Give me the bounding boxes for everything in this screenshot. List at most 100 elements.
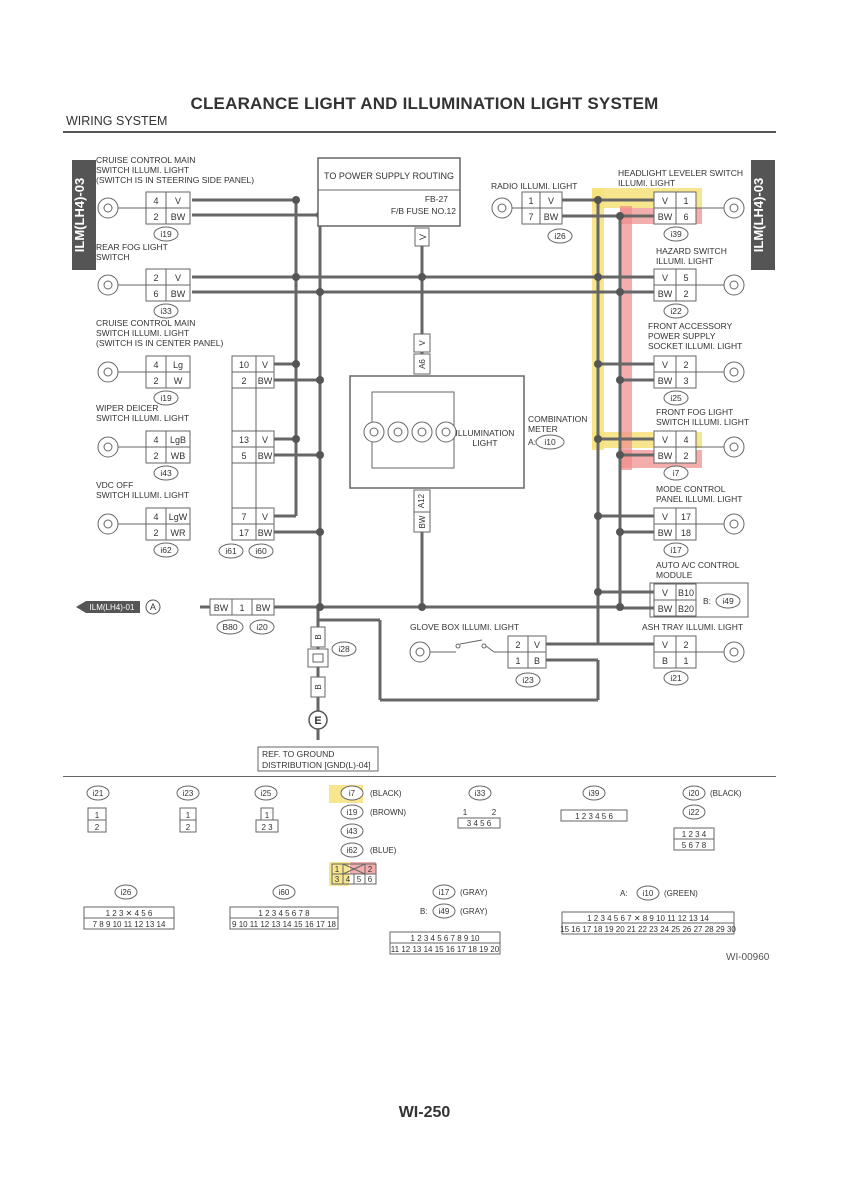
wire-color: WR [171,528,186,538]
svg-text:2: 2 [241,376,246,386]
power-supply-box: TO POWER SUPPLY ROUTING FB-27 F/B FUSE N… [317,157,461,247]
component-name: VDC OFF [96,480,133,490]
svg-text:BW: BW [214,603,229,613]
svg-text:V: V [262,512,268,522]
component-name: FRONT FOG LIGHT [656,407,733,417]
figure-code: WI-00960 [726,952,770,963]
pin-number: 4 [153,360,158,370]
page-subtitle: WIRING SYSTEM [66,114,168,128]
svg-text:BW: BW [418,515,427,528]
side-tab-right: ILM(LH4)-03 [751,160,775,270]
wire-color: W [174,376,183,386]
connector-id: i19 [160,229,172,239]
svg-text:BW: BW [258,451,273,461]
page-number: WI-250 [398,1104,451,1121]
svg-text:i28: i28 [338,644,350,654]
svg-text:i20: i20 [256,622,268,632]
component-name: ASH TRAY ILLUMI. LIGHT [642,622,743,632]
component-name: CRUISE CONTROL MAIN [96,318,195,328]
svg-text:1 2 3 ✕ 4 5 6: 1 2 3 ✕ 4 5 6 [106,909,153,918]
svg-text:BW: BW [256,603,271,613]
component-name: SWITCH ILLUMI. LIGHT [96,328,189,338]
mid-connector-block: 10 2 13 5 7 17 V BW V BW V BW i61 i60 [218,355,275,559]
svg-text:6: 6 [368,875,373,884]
pin-number: 2 [683,289,688,299]
connector-views: i21 12 i23 12 i25 12 3 i7 (BLACK) i19 (B… [83,785,742,955]
connector-id: i62 [160,545,172,555]
component-name: HEADLIGHT LEVELER SWITCH [618,168,743,178]
svg-text:1: 1 [265,811,270,820]
svg-text:(GRAY): (GRAY) [460,907,488,916]
svg-text:BW: BW [544,212,559,222]
ground-line-left: ILM(LH4)-01 A BW 1 BW B80 i20 [76,598,275,635]
pin-number: B20 [678,604,694,614]
wire-color: V [175,196,181,206]
svg-text:i23: i23 [183,789,194,798]
radio-illumi-light: RADIO ILLUMI. LIGHT 1 7 V BW i26 [491,181,577,244]
svg-text:ILM(LH4)-01: ILM(LH4)-01 [90,603,135,612]
svg-text:i62: i62 [347,846,358,855]
svg-text:1: 1 [239,603,244,613]
svg-text:2: 2 [515,640,520,650]
svg-text:13: 13 [239,435,249,445]
connector-id: i33 [160,306,172,316]
connector-id: i39 [670,229,682,239]
pin-number: 4 [153,512,158,522]
wire-color: V [662,588,668,598]
svg-text:BW: BW [258,528,273,538]
svg-text:F/B FUSE NO.12: F/B FUSE NO.12 [391,206,456,216]
wire-color: B [662,656,668,666]
svg-text:TO POWER SUPPLY ROUTING: TO POWER SUPPLY ROUTING [324,171,454,181]
svg-text:(BLACK): (BLACK) [370,789,402,798]
pin-number: 2 [683,451,688,461]
wire-color: BW [658,604,673,614]
component-name: SWITCH ILLUMI. LIGHT [656,417,749,427]
svg-text:1 2 3 4 5 6: 1 2 3 4 5 6 [575,812,613,821]
component-name: ILLUMI. LIGHT [618,178,675,188]
connector-id: i43 [160,468,172,478]
svg-text:ILLUMINATION: ILLUMINATION [456,428,515,438]
pin-number: 1 [683,196,688,206]
svg-text:ILM(LH4)-03: ILM(LH4)-03 [72,178,87,252]
svg-text:(GREEN): (GREEN) [664,889,698,898]
wire-color: BW [171,289,186,299]
svg-text:B: B [534,656,540,666]
svg-text:V: V [418,340,427,346]
svg-text:(BROWN): (BROWN) [370,808,406,817]
svg-text:1 2 3 4 5 6 7 ✕ 8 9 10 11 12 1: 1 2 3 4 5 6 7 ✕ 8 9 10 11 12 13 14 [587,914,709,923]
connector-id: i19 [160,393,172,403]
svg-text:FB-27: FB-27 [425,194,448,204]
combination-meter: ILLUMINATION LIGHT COMBINATION METER A: … [349,333,587,533]
component-name: CRUISE CONTROL MAIN [96,155,195,165]
svg-text:(BLUE): (BLUE) [370,846,397,855]
svg-text:B: B [314,684,323,689]
component-name: (SWITCH IS IN CENTER PANEL) [96,338,224,348]
svg-text:2: 2 [186,823,191,832]
svg-text:9 10 11 12 13 14 15 16 17 18: 9 10 11 12 13 14 15 16 17 18 [232,920,336,929]
pin-number: 6 [153,289,158,299]
svg-text:5: 5 [241,451,246,461]
wire-color: V [662,640,668,650]
component-name: ILLUMI. LIGHT [656,256,713,266]
svg-text:2: 2 [95,823,100,832]
wire-color: Lg [173,360,183,370]
svg-text:(BLACK): (BLACK) [710,789,742,798]
component-name: SWITCH ILLUMI. LIGHT [96,490,189,500]
connector-id: i17 [670,545,682,555]
section-rule [63,776,776,777]
connector-id: i22 [670,306,682,316]
component-name: (SWITCH IS IN STEERING SIDE PANEL) [96,175,254,185]
pin-number: 4 [153,435,158,445]
svg-text:15 16 17 18 19 20 21 22 23 24: 15 16 17 18 19 20 21 22 23 24 25 26 27 2… [560,925,736,934]
svg-text:i10: i10 [643,889,654,898]
pin-number: 4 [683,435,688,445]
pin-number: 2 [153,376,158,386]
component-name: REAR FOG LIGHT [96,242,168,252]
